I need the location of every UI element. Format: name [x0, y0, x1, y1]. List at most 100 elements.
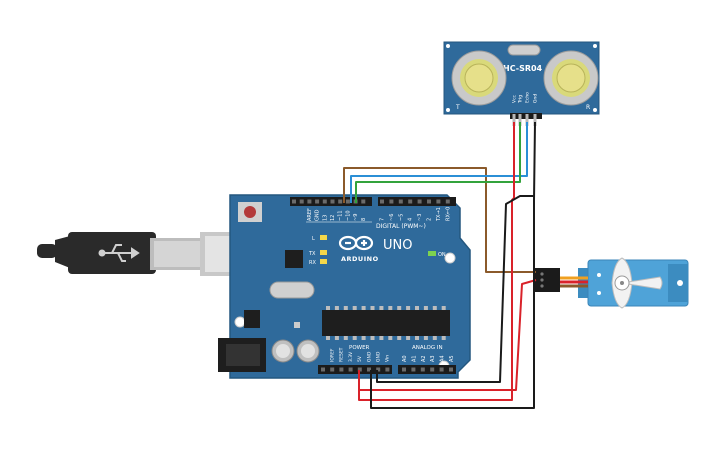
sensor-pin[interactable]: [525, 114, 529, 126]
chip-pin: [415, 336, 419, 340]
digital-pin-label: AREF: [307, 208, 313, 221]
header-hole[interactable]: [330, 199, 335, 204]
header-hole[interactable]: [389, 199, 394, 204]
header-hole[interactable]: [411, 367, 416, 372]
header-hole[interactable]: [367, 367, 371, 372]
receiver-mark: R: [586, 104, 590, 111]
digital-pin-label: 4: [408, 218, 414, 221]
header-hole[interactable]: [330, 367, 335, 372]
digital-pin-label: ~3: [417, 214, 423, 221]
digital-pin-label: GND: [315, 209, 321, 221]
chip-pin: [370, 306, 375, 310]
transmitter-transducer: [451, 50, 507, 106]
power-pin-label: 3.3V: [348, 351, 354, 362]
wire-red-vcc[interactable]: [358, 122, 515, 401]
sensor-pin-label: Echo: [525, 92, 531, 103]
header-hole[interactable]: [361, 199, 366, 204]
header-hole[interactable]: [385, 367, 390, 372]
header-hole[interactable]: [315, 199, 320, 204]
chip-pin: [397, 306, 402, 310]
servo-motor[interactable]: [534, 257, 689, 309]
header-hole[interactable]: [322, 199, 327, 204]
header-hole[interactable]: [430, 367, 435, 372]
led-tx-label: TX: [308, 251, 316, 257]
sensor-name-label: HC-SR04: [503, 64, 543, 73]
analog-header: [398, 365, 456, 374]
header-hole[interactable]: [307, 199, 312, 204]
header-hole[interactable]: [427, 199, 431, 204]
wires: [343, 121, 537, 409]
chip-pin: [352, 336, 357, 340]
chip-pin: [388, 336, 393, 340]
power-pin-label: GND: [366, 351, 372, 362]
digital-pin-label: ~10: [345, 210, 351, 221]
digital-pin-label: 12: [330, 215, 336, 221]
chip-pin: [379, 306, 384, 310]
chip-pin: [397, 336, 402, 340]
digital-pin-label: ~6: [389, 214, 395, 221]
header-hole[interactable]: [408, 199, 413, 204]
header-hole[interactable]: [420, 367, 425, 372]
header-hole[interactable]: [321, 367, 325, 372]
sensor-pin-label: Gnd: [533, 94, 539, 103]
mounting-hole: [444, 252, 456, 264]
chip-pin: [361, 306, 366, 310]
crystal-oscillator: [269, 281, 315, 299]
header-hole[interactable]: [380, 199, 384, 204]
header-hole[interactable]: [398, 199, 403, 204]
chip-pin: [441, 306, 446, 310]
wire-green-trig[interactable]: [355, 122, 521, 203]
chip-pin: [415, 306, 419, 310]
wire-blue-echo[interactable]: [350, 122, 528, 203]
servo-connector: [534, 268, 560, 292]
power-header: [318, 365, 392, 374]
header-hole[interactable]: [292, 199, 296, 204]
sensor-pin[interactable]: [512, 114, 516, 126]
header-hole[interactable]: [436, 199, 441, 204]
digital-pin-label: ~9: [353, 214, 359, 221]
chip-pin: [388, 306, 393, 310]
power-pin-label: Vin: [385, 355, 391, 362]
chip-pin: [334, 306, 339, 310]
power-pin-label: RESET: [339, 347, 345, 362]
wire-black-gnd[interactable]: [370, 121, 536, 409]
model-label: UNO: [383, 238, 412, 253]
header-hole[interactable]: [345, 199, 350, 204]
usb-cable-strain: [37, 244, 57, 258]
sensor-pin[interactable]: [518, 114, 522, 126]
led-on-label: ON: [438, 252, 446, 258]
analog-pin-label: A2: [421, 355, 427, 362]
led-rx-label: RX: [309, 260, 316, 266]
digital-pin-label: 7: [380, 218, 386, 221]
header-hole[interactable]: [449, 367, 453, 372]
analog-pin-label: A5: [449, 355, 455, 362]
sensor-pin[interactable]: [533, 114, 537, 126]
header-hole[interactable]: [338, 199, 343, 204]
wire-black-servo[interactable]: [376, 195, 534, 383]
digital-pin-label: 2: [427, 218, 433, 221]
header-hole[interactable]: [445, 199, 450, 204]
header-hole[interactable]: [339, 367, 344, 372]
analog-pin-label: A0: [402, 355, 408, 362]
reset-button-cap[interactable]: [244, 206, 256, 218]
header-hole[interactable]: [348, 367, 353, 372]
header-hole[interactable]: [357, 367, 362, 372]
arduino-logo-icon: [338, 235, 374, 251]
header-hole[interactable]: [439, 367, 444, 372]
wire-brown-signal[interactable]: [343, 167, 536, 273]
header-hole[interactable]: [417, 199, 422, 204]
digital-header-low: [378, 197, 456, 206]
digital-pin-label: ~5: [398, 214, 404, 221]
sensor-pin-label: Trig: [518, 95, 524, 104]
analog-pin-label: A4: [440, 355, 446, 362]
header-hole[interactable]: [402, 367, 406, 372]
header-hole[interactable]: [299, 199, 304, 204]
digital-pin-label: 13: [322, 215, 328, 221]
wire-red-servo[interactable]: [359, 279, 537, 391]
chip-pin: [343, 306, 348, 310]
chip-pin: [343, 336, 348, 340]
header-hole[interactable]: [376, 367, 381, 372]
